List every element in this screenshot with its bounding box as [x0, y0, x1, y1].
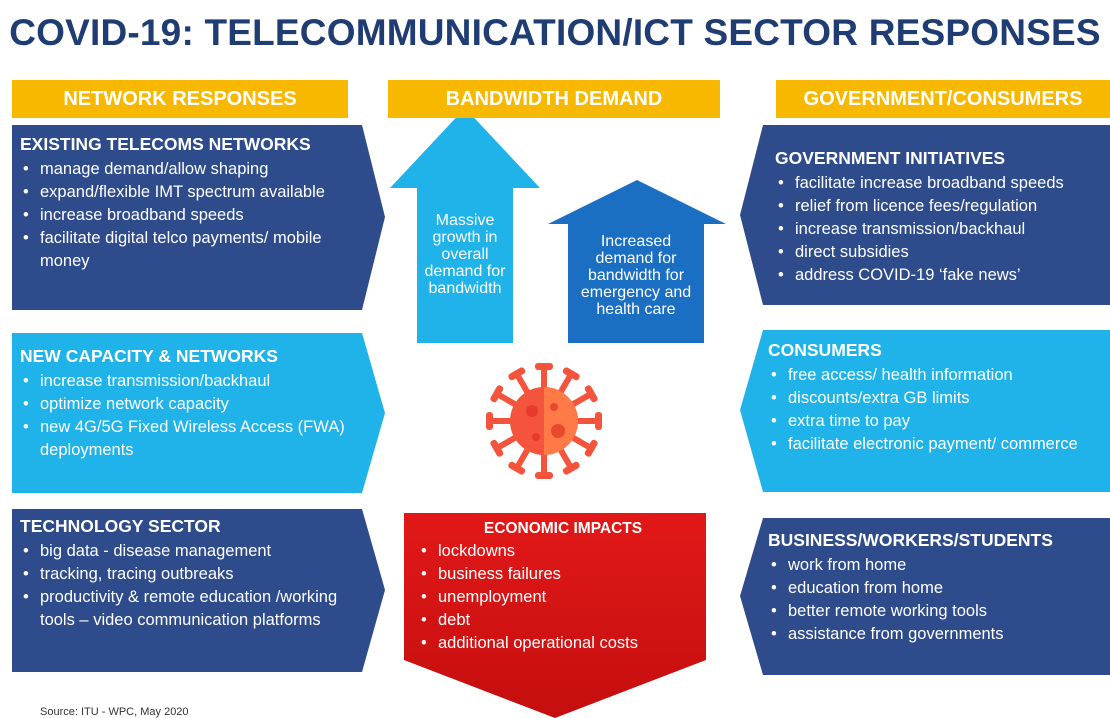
technology-sector-heading: TECHNOLOGY SECTOR [20, 516, 221, 536]
list-item: optimize network capacity [20, 393, 360, 416]
government-initiatives-box: GOVERNMENT INITIATIVES facilitate increa… [775, 148, 1110, 287]
list-item: additional operational costs [418, 632, 708, 655]
business-heading: BUSINESS/WORKERS/STUDENTS [768, 530, 1053, 550]
existing-networks-heading: EXISTING TELECOMS NETWORKS [20, 134, 311, 154]
list-item: free access/ health information [768, 364, 1108, 387]
list-item: address COVID-19 ‘fake news’ [775, 264, 1110, 287]
economic-impacts-box: ECONOMIC IMPACTS lockdowns business fail… [418, 520, 708, 655]
overall-demand-arrow [390, 108, 540, 343]
list-item: big data - disease management [20, 540, 360, 563]
emergency-demand-arrow [548, 180, 726, 343]
coronavirus-icon [486, 363, 602, 479]
header-government-consumers: GOVERNMENT/CONSUMERS [776, 80, 1110, 118]
list-item: increase transmission/backhaul [775, 218, 1110, 241]
list-item: discounts/extra GB limits [768, 387, 1108, 410]
list-item: facilitate digital telco payments/ mobil… [20, 227, 360, 273]
list-item: education from home [768, 577, 1108, 600]
list-item: work from home [768, 554, 1108, 577]
list-item: extra time to pay [768, 410, 1108, 433]
list-item: business failures [418, 563, 708, 586]
list-item: facilitate increase broadband speeds [775, 172, 1110, 195]
new-capacity-box: NEW CAPACITY & NETWORKS increase transmi… [20, 346, 360, 462]
existing-networks-box: EXISTING TELECOMS NETWORKS manage demand… [20, 134, 360, 273]
technology-sector-box: TECHNOLOGY SECTOR big data - disease man… [20, 516, 360, 632]
header-bandwidth-demand: BANDWIDTH DEMAND [388, 80, 720, 118]
business-box: BUSINESS/WORKERS/STUDENTS work from home… [768, 530, 1108, 646]
list-item: direct subsidies [775, 241, 1110, 264]
list-item: facilitate electronic payment/ commerce [768, 433, 1108, 456]
economic-impacts-heading: ECONOMIC IMPACTS [483, 520, 643, 537]
list-item: unemployment [418, 586, 708, 609]
list-item: lockdowns [418, 540, 708, 563]
consumers-box: CONSUMERS free access/ health informatio… [768, 340, 1108, 456]
new-capacity-heading: NEW CAPACITY & NETWORKS [20, 346, 278, 366]
source-note: Source: ITU - WPC, May 2020 [40, 706, 189, 718]
list-item: debt [418, 609, 708, 632]
government-initiatives-heading: GOVERNMENT INITIATIVES [775, 148, 1006, 168]
page-title: COVID-19: TELECOMMUNICATION/ICT SECTOR R… [9, 12, 1101, 53]
list-item: new 4G/5G Fixed Wireless Access (FWA) de… [20, 416, 360, 462]
list-item: manage demand/allow shaping [20, 158, 360, 181]
list-item: better remote working tools [768, 600, 1108, 623]
emergency-demand-text: Increased demand for bandwidth for emerg… [580, 233, 692, 318]
list-item: expand/flexible IMT spectrum available [20, 181, 360, 204]
list-item: increase broadband speeds [20, 204, 360, 227]
list-item: relief from licence fees/regulation [775, 195, 1110, 218]
consumers-heading: CONSUMERS [768, 340, 882, 360]
list-item: tracking, tracing outbreaks [20, 563, 360, 586]
list-item: increase transmission/backhaul [20, 370, 360, 393]
list-item: assistance from governments [768, 623, 1108, 646]
list-item: productivity & remote education /working… [20, 586, 360, 632]
header-network-responses: NETWORK RESPONSES [12, 80, 348, 118]
overall-demand-text: Massive growth in overall demand for ban… [424, 212, 506, 297]
